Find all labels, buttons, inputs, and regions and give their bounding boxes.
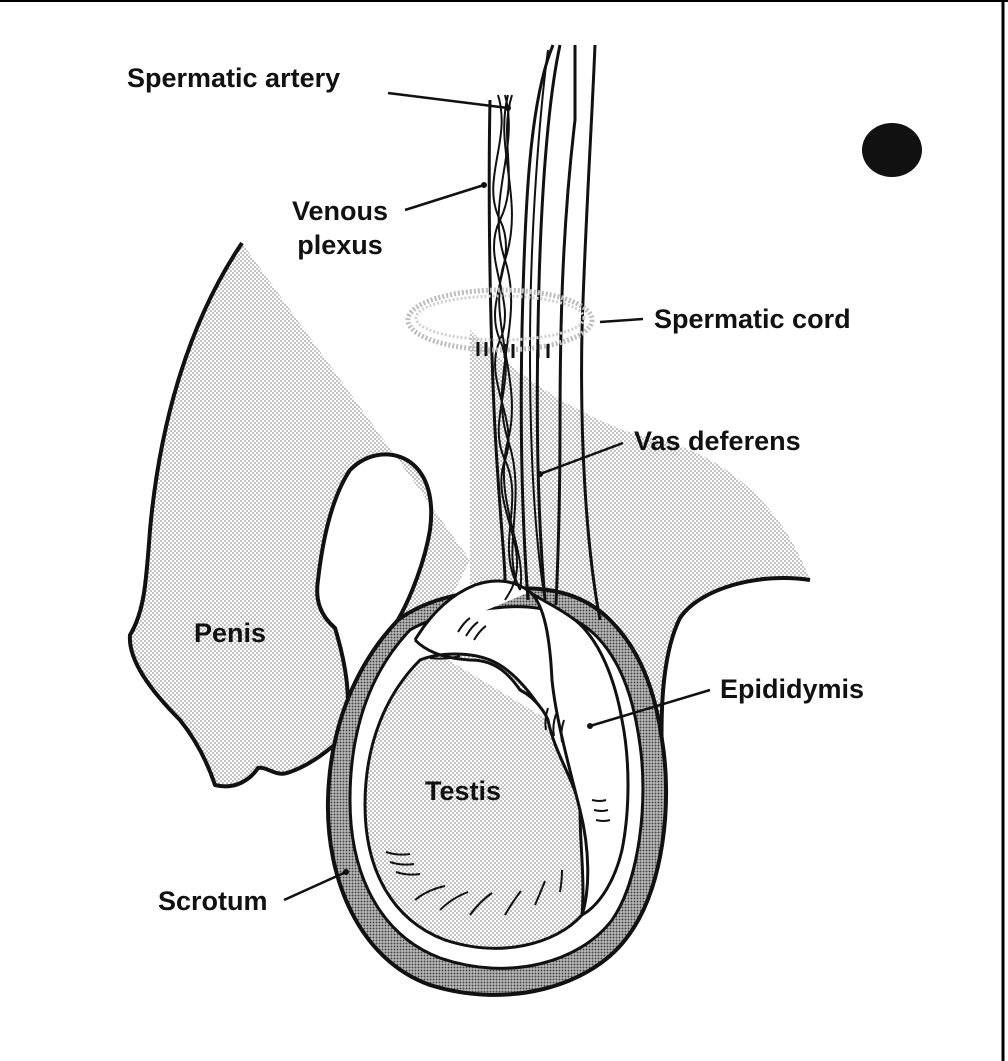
label-scrotum: Scrotum xyxy=(158,884,268,918)
leader-spermatic-artery xyxy=(387,91,509,110)
label-scrotum-text: Scrotum xyxy=(158,886,268,916)
leader-scrotum xyxy=(283,870,347,902)
leader-lines xyxy=(283,91,711,902)
label-spermatic-cord-text: Spermatic cord xyxy=(654,304,851,334)
label-penis: Penis xyxy=(194,616,266,650)
label-epididymis: Epididymis xyxy=(720,672,864,706)
label-spermatic-artery-text: Spermatic artery xyxy=(127,63,341,93)
leader-vas-deferens xyxy=(539,441,624,476)
spermatic-cord-lines xyxy=(487,44,602,621)
thigh-contour xyxy=(659,575,811,761)
leader-spermatic-cord xyxy=(599,317,644,324)
epididymis-shape xyxy=(413,579,630,919)
leader-epididymis xyxy=(589,688,711,728)
spermatic-cord-ring xyxy=(405,287,595,353)
ink-spot xyxy=(862,123,922,177)
label-vas-deferens-text: Vas deferens xyxy=(634,426,801,456)
label-vas-deferens: Vas deferens xyxy=(634,424,801,458)
label-spermatic-cord: Spermatic cord xyxy=(654,302,851,336)
leader-venous-plexus xyxy=(404,183,485,212)
label-venous-plexus-line2: plexus xyxy=(297,230,383,260)
label-testis: Testis xyxy=(425,774,501,808)
cord-ring-ticks xyxy=(476,342,550,358)
label-penis-text: Penis xyxy=(194,618,267,648)
label-venous-plexus-line1: Venous xyxy=(292,196,389,226)
label-venous-plexus: Venous plexus xyxy=(292,194,388,262)
label-spermatic-artery: Spermatic artery xyxy=(127,61,340,95)
testis-hatching xyxy=(385,851,563,916)
epididymis-hatching xyxy=(429,617,611,822)
label-epididymis-text: Epididymis xyxy=(720,674,865,704)
label-testis-text: Testis xyxy=(425,776,502,806)
penis-shape xyxy=(129,243,470,787)
leader-dots xyxy=(343,105,593,875)
penis-outline xyxy=(127,241,434,789)
venous-plexus-braid xyxy=(492,94,523,601)
spermatic-cord-ring-inner xyxy=(414,294,586,342)
